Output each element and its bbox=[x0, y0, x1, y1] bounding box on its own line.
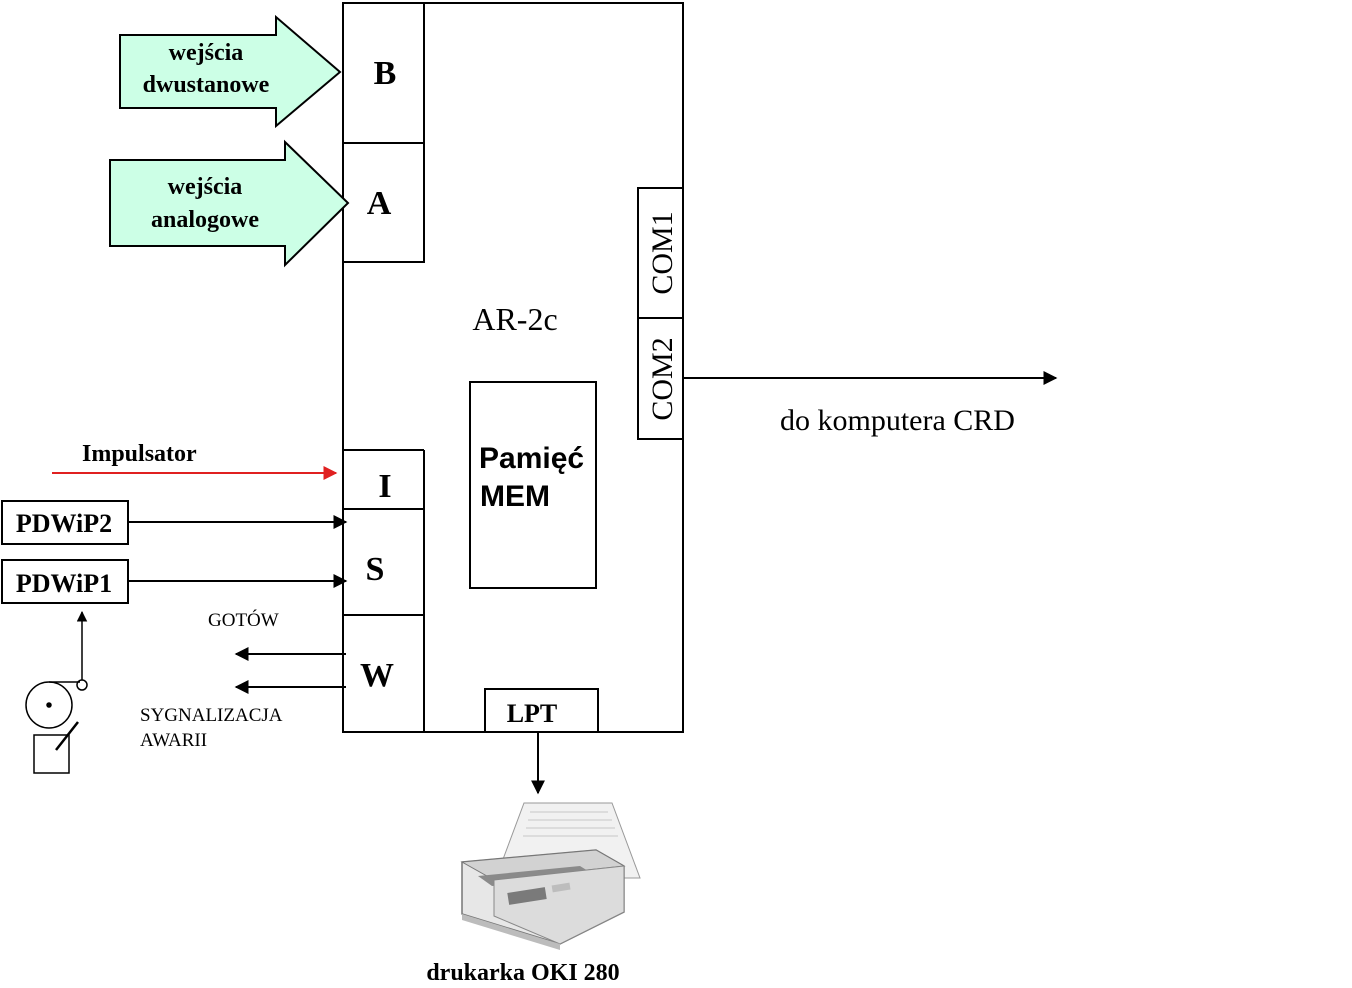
analog-inputs-line2: analogowe bbox=[151, 207, 259, 233]
com2-port: COM2 bbox=[637, 317, 684, 440]
memory-label-line2: MEM bbox=[480, 480, 550, 513]
module-a-label: A bbox=[367, 185, 392, 222]
device-name: AR-2c bbox=[472, 301, 557, 337]
pdwip1-sensor: PDWiP1 bbox=[1, 559, 348, 604]
ready-output: GOTÓW bbox=[208, 609, 346, 661]
ready-label: GOTÓW bbox=[208, 609, 279, 631]
analog-inputs-arrow: wejścia analogowe bbox=[109, 139, 350, 268]
impulsator-signal: Impulsator bbox=[52, 441, 338, 480]
rotary-sensor-icon bbox=[25, 610, 88, 774]
analog-inputs-line1: wejścia bbox=[168, 174, 243, 200]
computer-output: do komputera CRD bbox=[683, 371, 1058, 437]
pdwip2-sensor: PDWiP2 bbox=[1, 500, 348, 545]
dot-matrix-printer-icon bbox=[460, 802, 641, 950]
memory-block: Pamięć MEM bbox=[469, 381, 597, 589]
lpt-port: LPT bbox=[484, 688, 599, 733]
binary-inputs-line1: wejścia bbox=[169, 40, 244, 66]
module-i: I bbox=[343, 449, 425, 732]
module-w: W bbox=[360, 657, 394, 694]
module-i-label: I bbox=[378, 468, 391, 505]
com1-label: COM1 bbox=[646, 211, 679, 294]
failure-label-line2: AWARII bbox=[140, 730, 207, 751]
binary-inputs-arrow: wejścia dwustanowe bbox=[119, 14, 342, 129]
lpt-label: LPT bbox=[507, 699, 558, 728]
device-body bbox=[342, 2, 684, 733]
binary-inputs-line2: dwustanowe bbox=[143, 72, 270, 98]
module-b-label: B bbox=[374, 55, 397, 92]
com1-port: COM1 bbox=[637, 187, 684, 319]
printer-label: drukarka OKI 280 bbox=[426, 960, 619, 986]
com2-label: COM2 bbox=[646, 337, 679, 420]
module-s: S bbox=[343, 551, 424, 616]
pdwip1-label: PDWiP1 bbox=[16, 569, 112, 598]
memory-label-line1: Pamięć bbox=[479, 442, 584, 475]
module-s-label: S bbox=[366, 551, 385, 588]
impulsator-label: Impulsator bbox=[82, 441, 197, 467]
failure-output: SYGNALIZACJA AWARII bbox=[140, 680, 346, 751]
failure-label-line1: SYGNALIZACJA bbox=[140, 705, 283, 726]
computer-label: do komputera CRD bbox=[780, 404, 1015, 437]
pdwip2-label: PDWiP2 bbox=[16, 509, 112, 538]
module-w-label: W bbox=[360, 657, 394, 694]
